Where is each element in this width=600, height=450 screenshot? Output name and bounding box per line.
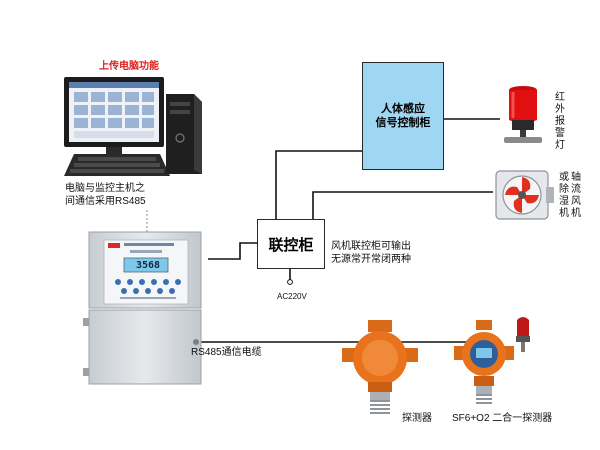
fan-label-col2: 轴流风机 xyxy=(571,172,581,219)
pc-title: 上传电脑功能 xyxy=(99,61,159,72)
combo-detector-label: SF6+O2 二合一探测器 xyxy=(452,413,553,424)
linkage-cabinet-label: 联控柜 xyxy=(268,236,314,254)
gas-detector-icon xyxy=(342,320,418,414)
computer-monitor-icon xyxy=(64,77,164,157)
cable-label: RS485通信电缆 xyxy=(191,347,262,358)
small-alarm-light-icon xyxy=(516,317,530,352)
power-label: AC220V xyxy=(277,292,307,301)
computer-tower-icon xyxy=(166,94,202,174)
linkage-note-line1: 风机联控柜可输出 xyxy=(331,241,411,252)
signal-cabinet-line1: 人体感应 xyxy=(381,103,425,115)
linkage-note-line2: 无源常开常闭两种 xyxy=(331,254,411,265)
linkage-control-cabinet: 联控柜 xyxy=(257,219,325,269)
detector-label: 探测器 xyxy=(402,413,432,424)
combo-detector-icon xyxy=(454,320,514,404)
pc-caption-line2: 间通信采用RS485 xyxy=(65,196,146,207)
signal-cabinet-line2: 信号控制柜 xyxy=(375,117,431,129)
controller-lcd-readout: 3568 xyxy=(135,260,161,271)
gas-alarm-controller xyxy=(83,231,202,385)
signal-control-cabinet: 人体感应信号控制柜 xyxy=(362,62,444,170)
alarm-light-icon xyxy=(504,86,542,143)
alarm-light-label: 红外报警灯 xyxy=(555,92,565,151)
fan-label-col1: 或除湿机 xyxy=(559,172,569,219)
axial-fan-icon xyxy=(495,170,554,220)
keyboard-icon xyxy=(64,154,170,176)
pc-caption-line1: 电脑与监控主机之 xyxy=(65,183,145,194)
